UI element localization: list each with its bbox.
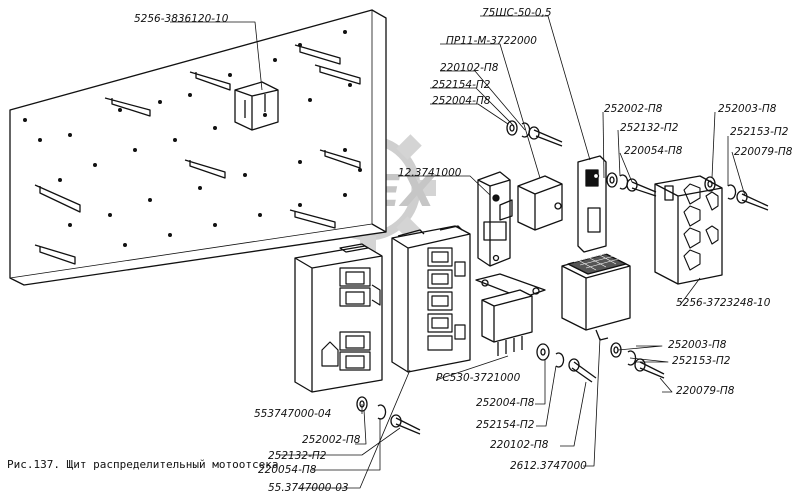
label-relay-12-3741000: 12.3741000 [398, 167, 462, 179]
relay-2612 [561, 251, 631, 341]
label-screw-220054-right: 220054-П8 [624, 145, 683, 157]
relay-12-3741000 [477, 171, 513, 267]
fuse-block-55-3747000 [391, 225, 471, 373]
label-washer-252004-bottom: 252004-П8 [476, 397, 535, 409]
label-panel: 5256-3836120-10 [134, 13, 229, 25]
label-terminal-block: 5256-3723248-10 [676, 297, 771, 309]
label-screw-220079-bottom: 220079-П8 [676, 385, 735, 397]
relay-pr11 [517, 175, 563, 231]
mounting-panel [9, 9, 387, 286]
label-relay-2612: 2612.3747000 [510, 460, 587, 472]
label-screw-220102-bottom: 220102-П8 [490, 439, 549, 451]
leader-lines [170, 15, 746, 489]
label-washer-252003-top: 252003-П8 [718, 103, 777, 115]
label-fuse-block-55-3747000: 55.3747000-03 [268, 482, 349, 494]
label-washer-252004-top: 252004-П8 [432, 95, 491, 107]
label-relay-pc530: РС530-3721000 [436, 372, 521, 384]
label-washer-252002-right: 252002-П8 [604, 103, 663, 115]
label-lockwasher-252132-bottom: 252132-П2 [268, 450, 327, 462]
label-lockwasher-252153-top: 252153-П2 [730, 126, 789, 138]
label-lockwasher-252154-top: 252154-П2 [432, 79, 491, 91]
label-lockwasher-252154-bottom: 252154-П2 [476, 419, 535, 431]
relay-pc530 [475, 273, 546, 356]
label-screw-220079-top: 220079-П8 [734, 146, 793, 158]
label-fuse-block-553747000: 553747000-04 [254, 408, 332, 420]
label-washer-252003-bottom: 252003-П8 [668, 339, 727, 351]
label-lockwasher-252132-right: 252132-П2 [620, 122, 679, 134]
fuse-block-553747000 [294, 243, 383, 393]
label-washer-252002-bottom: 252002-П8 [302, 434, 361, 446]
label-fuse-link: 75ШС-50-0,5 [482, 7, 552, 19]
fuse-link-75shs [577, 155, 607, 253]
figure-caption: Рис.137. Щит распределительный мотоотсек… [7, 458, 279, 471]
label-screw-220054-bottom: 220054-П8 [258, 464, 317, 476]
label-relay-pr11: ПР11-М-3722000 [446, 35, 537, 47]
terminal-block [654, 175, 723, 285]
label-lockwasher-252153-bottom: 252153-П2 [672, 355, 731, 367]
label-screw-220102-top: 220102-П8 [440, 62, 499, 74]
